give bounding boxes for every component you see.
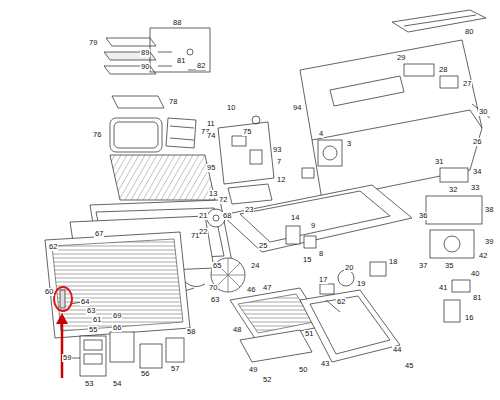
callout-number: 62 (336, 298, 346, 306)
callout-number: 48 (232, 326, 242, 334)
callout-number: 61 (92, 316, 102, 324)
callout-number: 38 (484, 206, 494, 214)
callout-number: 26 (472, 138, 482, 146)
callout-number: 56 (140, 370, 150, 378)
callout-number: 40 (470, 270, 480, 278)
callout-number: 36 (418, 212, 428, 220)
callout-number: 9 (310, 222, 316, 230)
callout-number: 29 (396, 54, 406, 62)
callout-number: 51 (304, 330, 314, 338)
callout-number: 60 (44, 288, 54, 296)
callout-number: 16 (464, 314, 474, 322)
callout-number: 41 (438, 284, 448, 292)
callout-number: 58 (186, 328, 196, 336)
callout-number: 35 (444, 262, 454, 270)
callout-number: 39 (484, 238, 494, 246)
callout-number: 82 (196, 62, 206, 70)
callout-number: 75 (242, 128, 252, 136)
callout-number: 37 (418, 262, 428, 270)
callout-number: 69 (112, 312, 122, 320)
callout-number: 21 (198, 212, 208, 220)
callout-number: 88 (172, 19, 182, 27)
callout-number: 31 (434, 158, 444, 166)
callout-number: 50 (298, 366, 308, 374)
callout-number: 70 (208, 284, 218, 292)
callout-number: 79 (88, 39, 98, 47)
callout-number: 95 (206, 164, 216, 172)
callout-number: 65 (212, 262, 222, 270)
callout-number: 54 (112, 380, 122, 388)
callout-number: 23 (244, 206, 254, 214)
callout-number: 63 (210, 296, 220, 304)
callout-number: 76 (92, 131, 102, 139)
callout-number: 78 (168, 98, 178, 106)
callout-number: 53 (84, 380, 94, 388)
callout-number: 30 (478, 108, 488, 116)
callout-number: 32 (448, 186, 458, 194)
callout-number: 57 (170, 365, 180, 373)
callout-number: 68 (222, 212, 232, 220)
callout-number: 59 (62, 354, 72, 362)
callout-number: 11 (206, 120, 216, 128)
callout-number: 47 (262, 284, 272, 292)
callout-number: 55 (88, 326, 98, 334)
callout-number: 81 (472, 294, 482, 302)
callout-number: 43 (320, 360, 330, 368)
callout-number: 12 (276, 176, 286, 184)
callout-number: 66 (112, 324, 122, 332)
callout-number: 8 (318, 250, 324, 258)
callout-number: 74 (206, 132, 216, 140)
callout-number: 90 (140, 63, 150, 71)
callout-number: 20 (344, 264, 354, 272)
callout-number: 63 (86, 307, 96, 315)
callout-number: 19 (356, 280, 366, 288)
callout-number: 24 (250, 262, 260, 270)
callout-number: 89 (140, 49, 150, 57)
callout-number: 10 (226, 104, 236, 112)
callout-number: 52 (262, 376, 272, 384)
callout-number: 49 (248, 366, 258, 374)
callout-number: 64 (80, 298, 90, 306)
callout-number: 7 (276, 158, 282, 166)
callout-number: 67 (94, 230, 104, 238)
callout-number: 18 (388, 258, 398, 266)
callout-number: 22 (198, 228, 208, 236)
callout-number: 14 (290, 214, 300, 222)
callout-number: 44 (392, 346, 402, 354)
callout-number: 72 (218, 196, 228, 204)
callout-number: 46 (246, 286, 256, 294)
callout-number: 4 (318, 130, 324, 138)
callout-number: 28 (438, 66, 448, 74)
callout-number: 33 (470, 184, 480, 192)
callout-number: 27 (462, 80, 472, 88)
callout-number: 45 (404, 362, 414, 370)
callout-number: 93 (272, 146, 282, 154)
callout-number: 42 (478, 252, 488, 260)
callout-number: 62 (48, 243, 58, 251)
callout-number: 80 (464, 28, 474, 36)
callout-number: 13 (208, 190, 218, 198)
callout-number: 3 (346, 140, 352, 148)
callout-number: 17 (318, 276, 328, 284)
callout-number: 81 (176, 57, 186, 65)
callout-number: 25 (258, 242, 268, 250)
callout-number: 34 (472, 168, 482, 176)
callout-number: 94 (292, 104, 302, 112)
callout-number: 15 (302, 256, 312, 264)
